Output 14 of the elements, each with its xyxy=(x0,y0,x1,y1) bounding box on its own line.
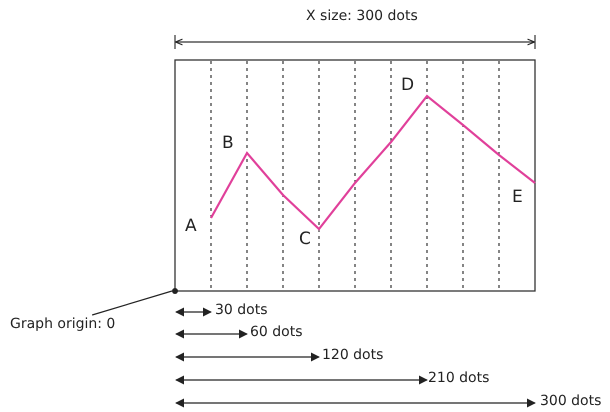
point-label: B xyxy=(222,134,234,153)
origin-dot xyxy=(172,288,178,294)
dimension-label: 30 dots xyxy=(215,302,268,318)
point-label: C xyxy=(299,230,311,249)
point-label: E xyxy=(512,188,523,207)
callout-text: Graph origin: 0 xyxy=(10,316,116,332)
dimension-label: 300 dots xyxy=(540,393,602,409)
point-label: D xyxy=(401,76,414,95)
dimension-label: 210 dots xyxy=(428,370,490,386)
axis-label: X size: 300 dots xyxy=(306,8,418,24)
dimension-label: 60 dots xyxy=(250,324,302,340)
dimension-label: 120 dots xyxy=(322,347,384,363)
point-label: A xyxy=(185,217,197,236)
leader-line xyxy=(92,290,172,316)
